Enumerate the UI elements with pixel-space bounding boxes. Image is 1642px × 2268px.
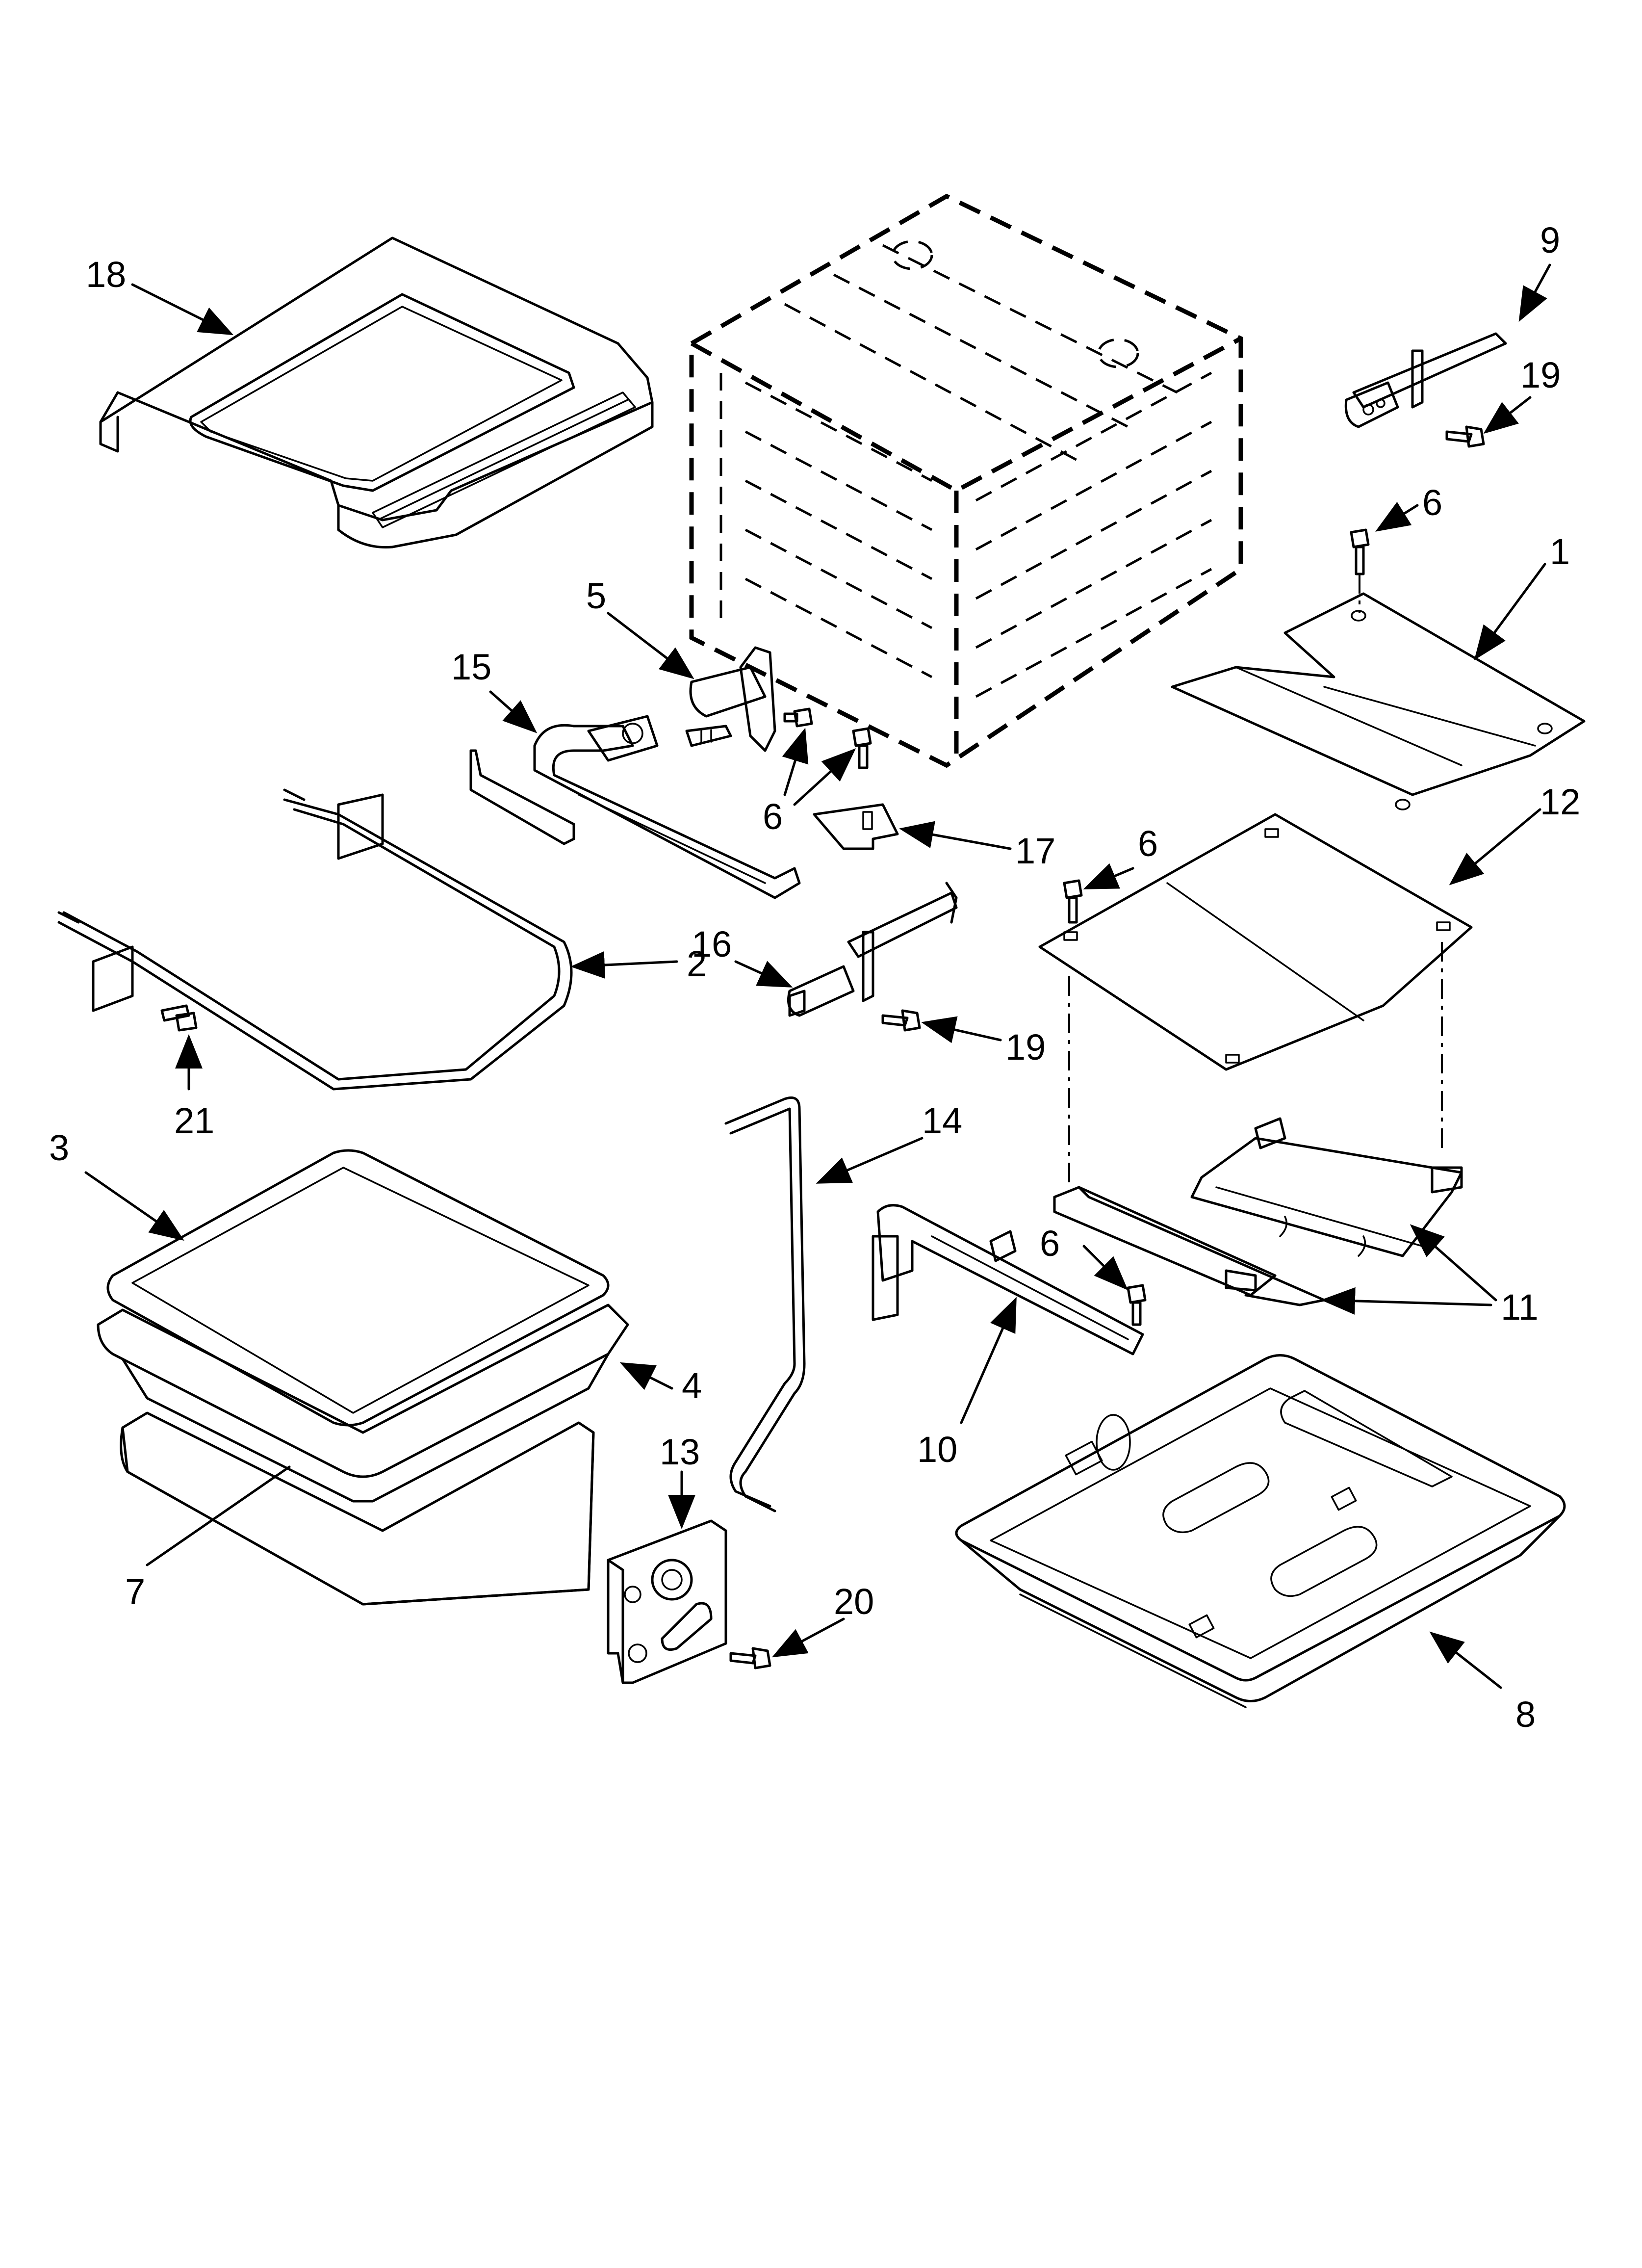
part-20-screw [729, 1647, 771, 1669]
part-19-screw-a [1445, 425, 1485, 448]
leader-9 [1518, 263, 1551, 322]
callout-21: 21 [174, 1100, 214, 1141]
leader-14 [816, 1137, 924, 1184]
leader-18 [131, 283, 234, 336]
callout-4: 4 [682, 1365, 702, 1406]
part-6-screw-a [1350, 528, 1370, 613]
callout-1: 1 [1550, 531, 1570, 572]
callout-19b: 19 [1005, 1027, 1046, 1068]
callout-2: 2 [687, 943, 707, 984]
part-13-valve-body [607, 1519, 727, 1684]
part-7-grate [120, 1411, 595, 1606]
callout-20: 20 [834, 1581, 874, 1622]
part-18-cover [99, 236, 654, 549]
callout-6d: 6 [1040, 1223, 1060, 1264]
part-6-screw-d [1127, 1284, 1147, 1326]
leader-6b [782, 728, 856, 806]
callout-18: 18 [86, 254, 126, 295]
callout-5: 5 [586, 575, 606, 616]
callout-16: 16 [692, 924, 732, 965]
callout-6b: 6 [763, 796, 783, 837]
callout-6c: 6 [1138, 823, 1158, 864]
leader-6d [1082, 1245, 1128, 1290]
part-19-screw-b [881, 1009, 921, 1032]
part-2-sensor [57, 788, 573, 1091]
leader-2 [570, 951, 678, 979]
callout-12: 12 [1540, 782, 1580, 822]
leader-11 [1321, 1224, 1497, 1315]
leader-5 [607, 612, 694, 679]
part-15-broil-burner [469, 715, 801, 899]
oven-cavity-phantom [689, 193, 1243, 768]
leader-10 [960, 1297, 1017, 1424]
part-16-orifice [787, 882, 958, 1017]
part-9-orifice [1344, 332, 1507, 428]
callout-13: 13 [660, 1432, 700, 1472]
callout-17: 17 [1015, 831, 1055, 871]
part-12-spreader [1038, 813, 1473, 1187]
part-14-tube [724, 1096, 806, 1512]
part-1-baffle [1171, 592, 1586, 810]
leader-4 [619, 1362, 673, 1390]
callout-14: 14 [922, 1100, 962, 1141]
callout-11: 11 [1501, 1287, 1539, 1328]
callout-labels: 18 9 19 6 1 5 15 6 17 6 12 2 16 19 21 3 … [49, 220, 1580, 1735]
leader-19b [921, 1016, 1002, 1043]
part-21-screw [160, 1004, 198, 1032]
callout-19a: 19 [1520, 355, 1561, 395]
part-10-bake-burner [872, 1204, 1144, 1356]
leader-15 [489, 690, 538, 733]
callout-10: 10 [917, 1429, 957, 1470]
callout-7: 7 [125, 1571, 145, 1612]
leader-17 [899, 821, 1012, 850]
leader-6c [1083, 863, 1134, 889]
callout-15: 15 [451, 647, 491, 687]
leader-19a [1483, 396, 1532, 434]
leader-3 [84, 1171, 184, 1241]
leader-12 [1449, 808, 1541, 886]
leader-8 [1429, 1631, 1502, 1689]
part-17-bracket [813, 803, 899, 850]
part-4-pan [97, 1303, 629, 1503]
callout-9: 9 [1540, 220, 1560, 261]
callout-8: 8 [1515, 1694, 1536, 1735]
leader-6a [1375, 501, 1419, 532]
callout-3: 3 [49, 1127, 69, 1168]
leader-20 [771, 1617, 845, 1658]
part-8-bottom-pan [955, 1354, 1566, 1708]
leader-7 [146, 1465, 291, 1566]
callout-6a: 6 [1422, 482, 1442, 523]
part-6-screw-b [783, 707, 872, 769]
leader-16 [734, 960, 793, 988]
part-5-valve [685, 646, 776, 752]
part-3-grid [106, 1149, 610, 1427]
part-6-screw-c [1063, 879, 1083, 924]
leader-1 [1474, 563, 1546, 660]
